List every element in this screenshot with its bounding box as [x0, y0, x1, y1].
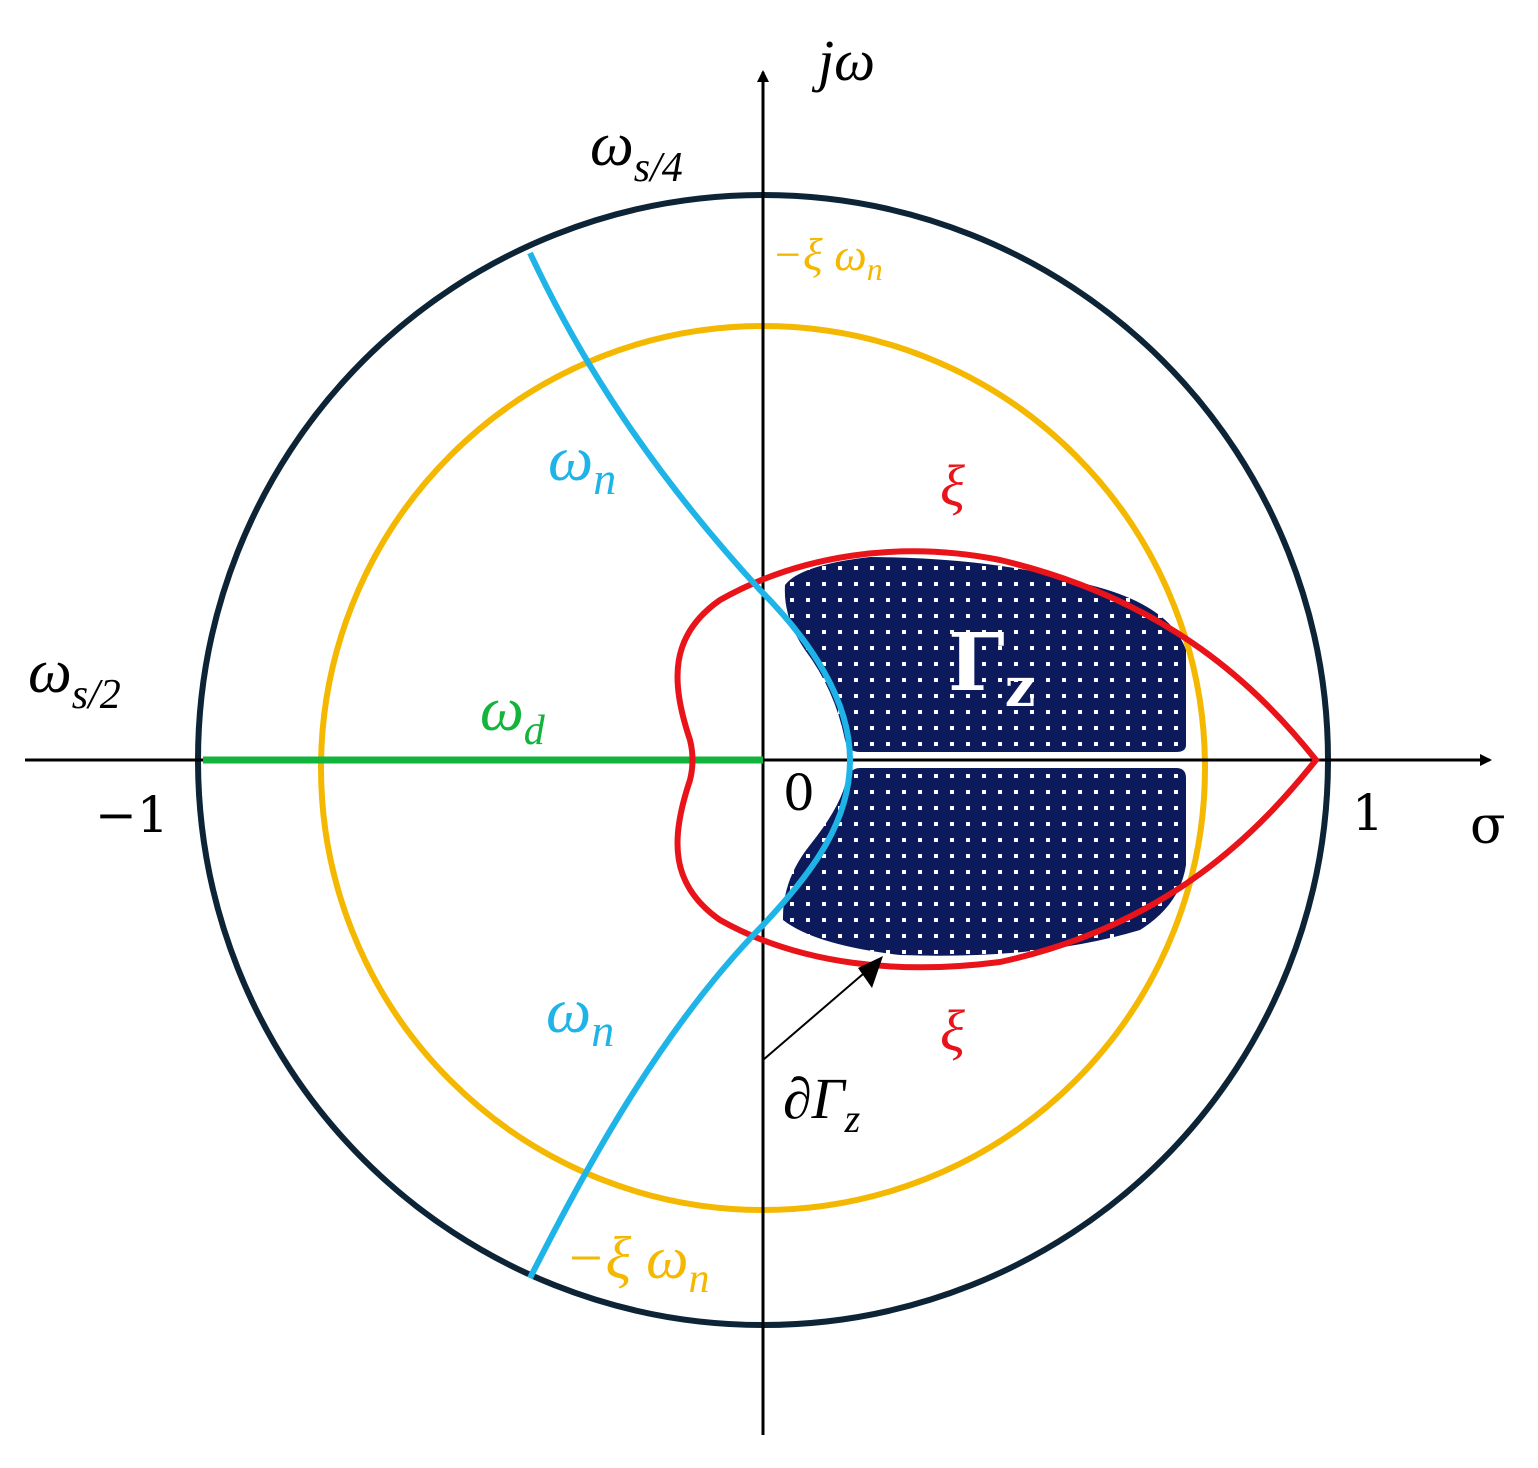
tick-one: 1 [1352, 784, 1384, 842]
boundary-pointer-arrow [762, 961, 878, 1061]
real-axis-label: σ [1470, 796, 1506, 856]
region-gamma-label: Γz [948, 615, 1035, 719]
natural-frequency-curve [527, 251, 854, 1280]
region-gamma-lower [782, 768, 1186, 956]
boundary-label: ∂Γz [783, 1066, 861, 1141]
omega-s2-label: ωs/2 [28, 638, 121, 718]
xi-upper-label: ξ [940, 453, 965, 518]
omega-s4-label: ωs/4 [590, 111, 683, 191]
omega-n-upper-label: ωn [548, 423, 616, 504]
xi-omega-top-label: −ξ ωn [772, 229, 883, 287]
tick-zero: 0 [783, 764, 815, 822]
omega-d-label: ωd [480, 676, 546, 754]
tick-minus-one: −1 [95, 786, 169, 844]
boundary-pointer-arrowhead [858, 956, 883, 988]
omega-n-lower-label: ωn [546, 975, 614, 1056]
xi-lower-label: ξ [940, 998, 965, 1063]
damping-ratio-curve [674, 548, 1320, 971]
xi-omega-bottom-label: −ξ ωn [565, 1225, 710, 1302]
region-gamma-upper [784, 557, 1186, 752]
imag-axis-label: jω [811, 28, 875, 93]
